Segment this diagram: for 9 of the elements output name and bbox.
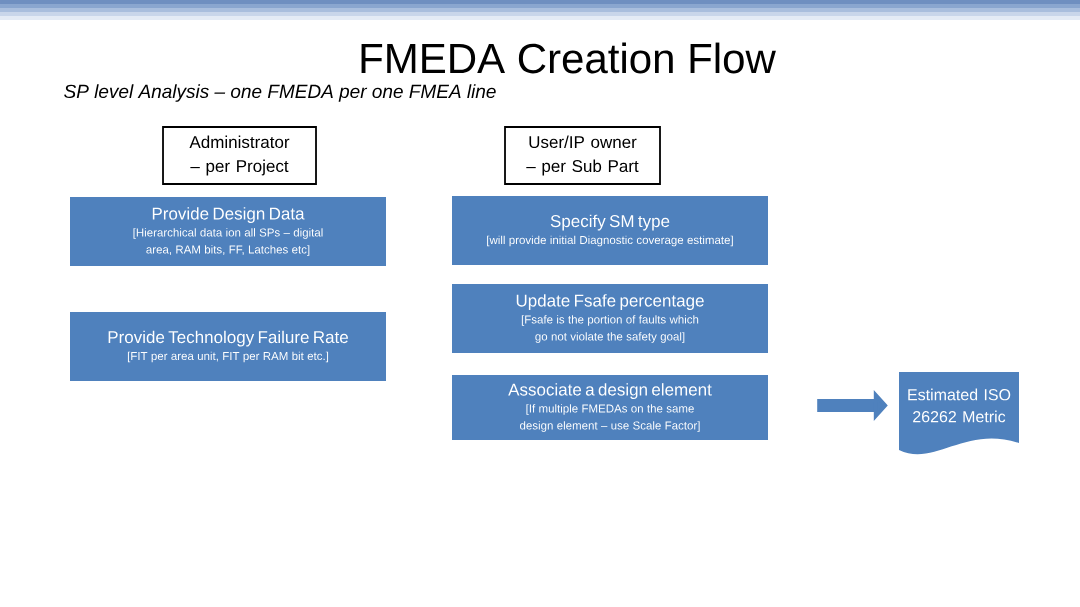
title: FMEDA Creation Flow xyxy=(361,42,776,74)
process-box: Update Fsafe percentage [Fsafe is the portion of faults which go not violate the safety goal] xyxy=(452,284,768,353)
role-box: User/IP owner – per Sub Part xyxy=(504,126,661,185)
process-box: Associate a design element [If multiple FMEDAs on the same design element – use Scale Factor] xyxy=(452,375,768,440)
process-box: Provide Technology Failure Rate [FIT per area unit, FIT per RAM bit etc.] xyxy=(70,312,386,381)
subtitle: SP level Analysis – one FMEDA per one FMEA line xyxy=(64,84,496,102)
process-box: Provide Design Data [Hierarchical data ion all SPs – digital area, RAM bits, FF, Latches etc] xyxy=(70,197,386,266)
process-box: Specify SM type [will provide initial Diagnostic coverage estimate] xyxy=(452,196,768,265)
role-box: Administrator – per Project xyxy=(162,126,317,185)
